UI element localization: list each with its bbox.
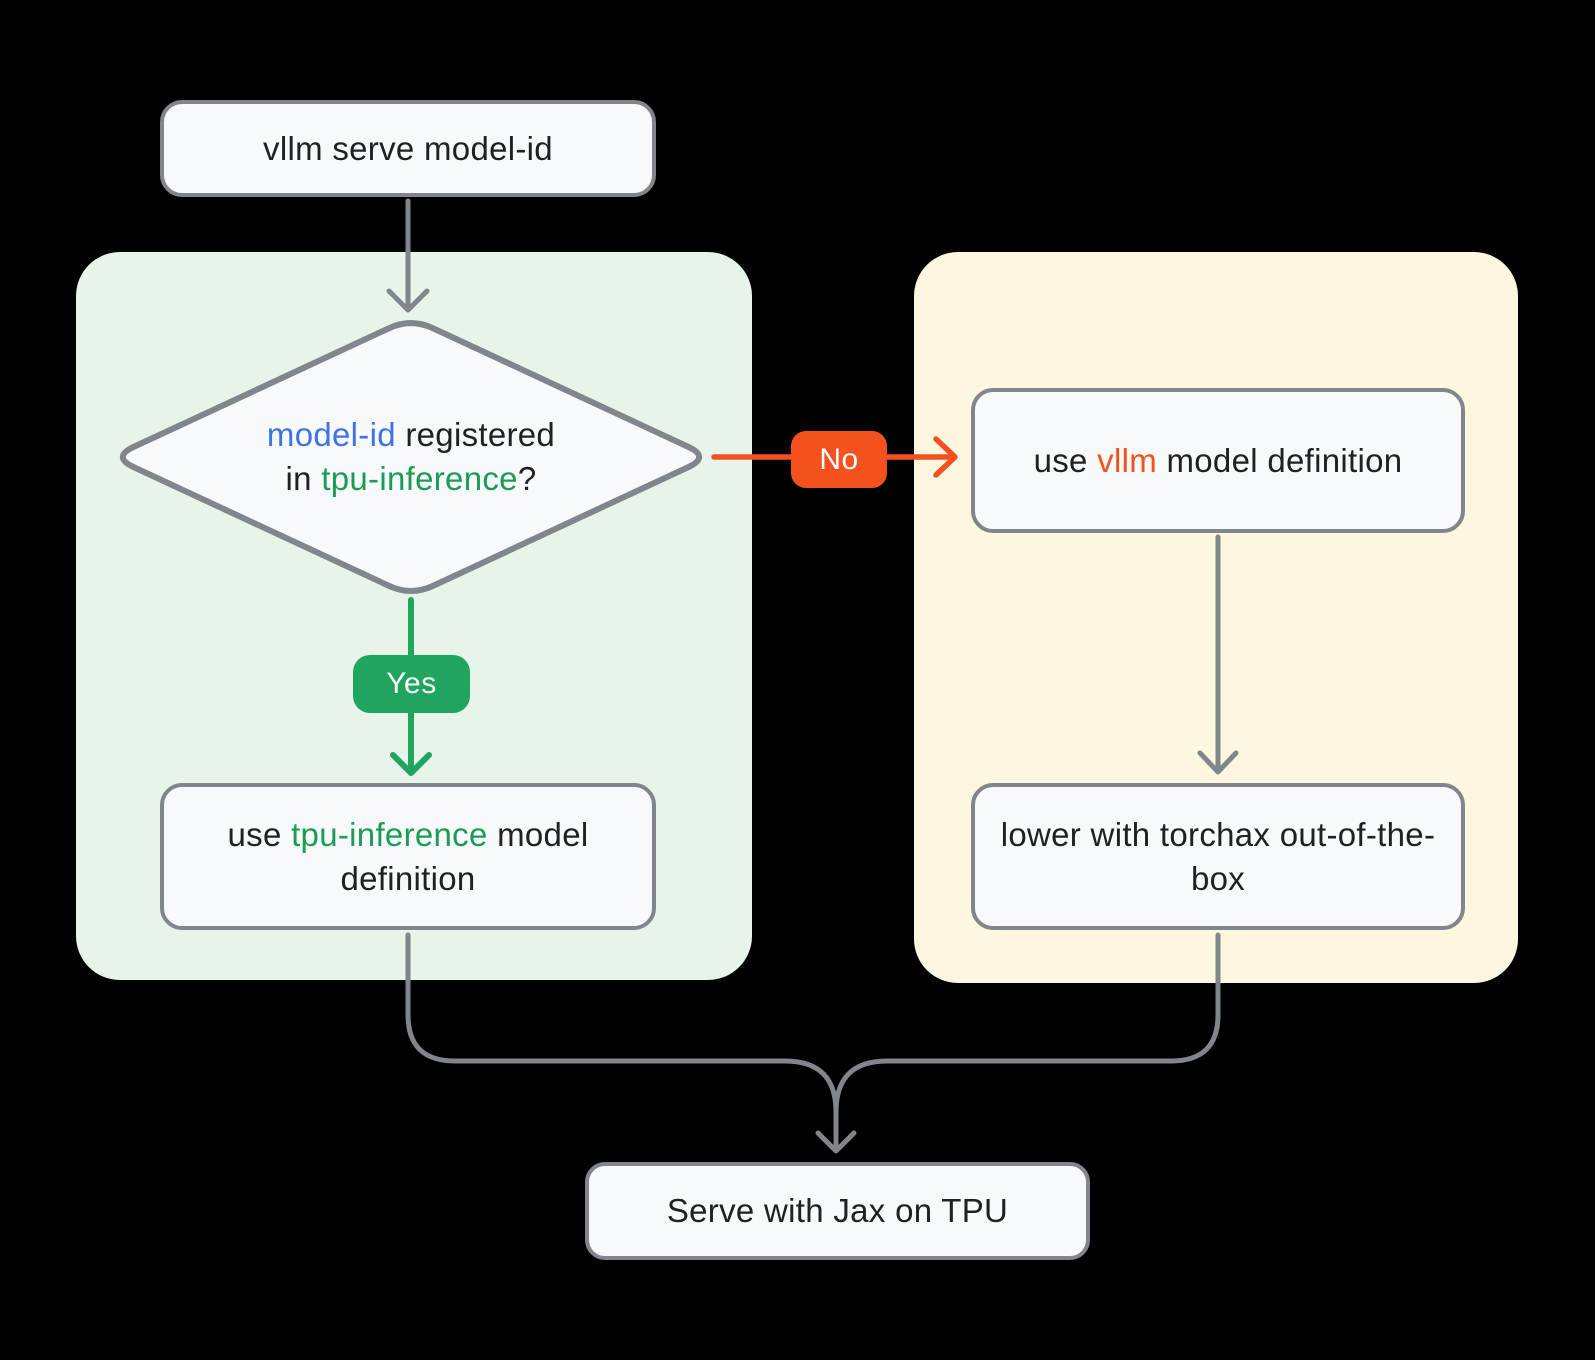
edge-start-to-decision (386, 198, 430, 313)
arrowhead-down-icon (815, 1130, 857, 1154)
node-use-vllm-definition-label: use vllm model definition (1033, 441, 1403, 479)
arrowhead-down-icon (386, 288, 430, 313)
edge-vllm-to-torchax (1197, 534, 1239, 775)
arrowhead-down-icon (1197, 750, 1239, 775)
node-lower-with-torchax-label: lower with torchax out-of-the-box (1000, 815, 1436, 897)
yes-badge-label: Yes (386, 667, 437, 700)
node-vllm-serve: vllm serve model-id (160, 100, 656, 197)
decision-label-line2: in tpu-inference? (285, 460, 537, 497)
no-badge: No (791, 431, 887, 488)
yes-badge: Yes (353, 655, 470, 713)
node-use-vllm-definition: use vllm model definition (971, 388, 1465, 533)
node-use-tpu-inference-definition: use tpu-inference model definition (160, 783, 656, 930)
decision-diamond-shape (119, 320, 703, 594)
node-lower-with-torchax: lower with torchax out-of-the-box (971, 783, 1465, 930)
no-badge-label: No (819, 442, 859, 476)
arrowhead-right-icon (933, 436, 958, 478)
node-vllm-serve-label: vllm serve model-id (263, 129, 553, 167)
node-serve-with-jax-label: Serve with Jax on TPU (666, 1192, 1009, 1229)
node-serve-with-jax: Serve with Jax on TPU (585, 1162, 1090, 1260)
edge-merge-to-serve (405, 932, 1221, 1154)
decision-label-line1: model-id registered (266, 416, 556, 453)
decision-label: model-id registered in tpu-inference? (211, 413, 611, 501)
arrowhead-down-icon (390, 752, 432, 776)
node-use-tpu-inference-definition-label: use tpu-inference model definition (227, 815, 589, 897)
